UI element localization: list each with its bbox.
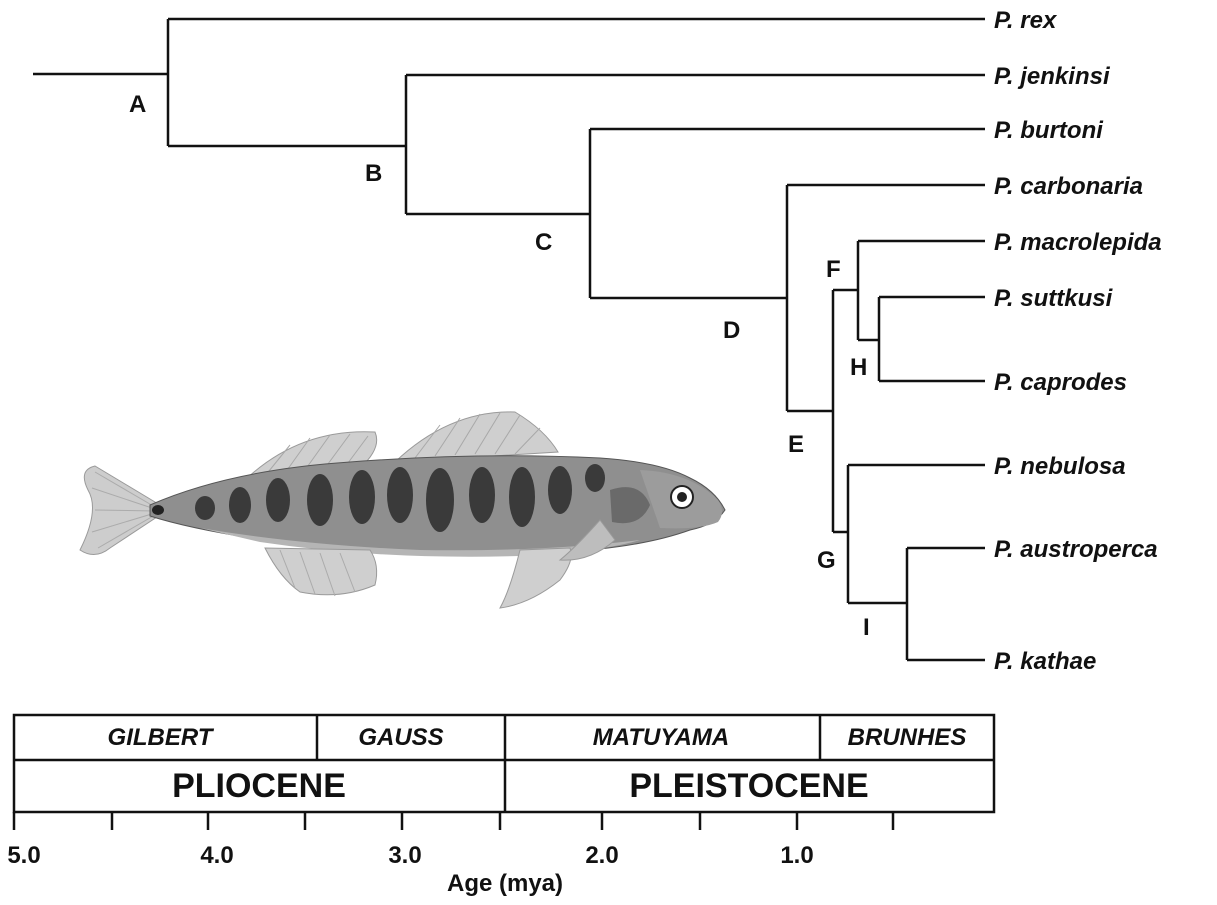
tail-spot xyxy=(152,505,164,515)
taxon-labels: P. rex P. jenkinsi P. burtoni P. carbona… xyxy=(994,7,1162,675)
tree-branches xyxy=(33,19,985,660)
taxon-label: P. kathae xyxy=(994,648,1096,675)
pelvic-fin xyxy=(500,548,571,608)
node-label: F xyxy=(826,256,841,283)
taxon-label: P. burtoni xyxy=(994,117,1104,144)
node-label: I xyxy=(863,614,870,641)
taxon-label: P. rex xyxy=(994,7,1058,34)
node-label: G xyxy=(817,547,836,574)
tick-label: 4.0 xyxy=(200,842,233,869)
chron-label: BRUNHES xyxy=(848,724,967,751)
node-label: A xyxy=(129,91,146,118)
taxon-label: P. jenkinsi xyxy=(994,63,1111,90)
taxon-label: P. austroperca xyxy=(994,536,1158,563)
chron-label: MATUYAMA xyxy=(593,724,729,751)
axis-title: Age (mya) xyxy=(447,870,563,897)
chron-label: GILBERT xyxy=(108,724,215,751)
node-g-branch xyxy=(848,465,985,603)
node-label: E xyxy=(788,431,804,458)
node-label: D xyxy=(723,317,740,344)
chron-label: GAUSS xyxy=(358,724,443,751)
node-b-branch xyxy=(406,75,985,214)
tick-label: 1.0 xyxy=(780,842,813,869)
epoch-label: PLIOCENE xyxy=(172,767,346,805)
node-i-branch xyxy=(907,548,985,660)
fish-illustration xyxy=(80,412,725,608)
taxon-label: P. macrolepida xyxy=(994,229,1162,256)
taxon-label: P. carbonaria xyxy=(994,173,1143,200)
taxon-label: P. suttkusi xyxy=(994,285,1114,312)
epoch-label: PLEISTOCENE xyxy=(629,767,868,805)
axis-ticks xyxy=(14,812,893,830)
taxon-label: P. nebulosa xyxy=(994,453,1126,480)
tick-label: 3.0 xyxy=(388,842,421,869)
taxon-label: P. caprodes xyxy=(994,369,1127,396)
fish-pupil xyxy=(677,492,687,502)
timescale: GILBERT GAUSS MATUYAMA BRUNHES PLIOCENE … xyxy=(7,715,994,897)
node-label: H xyxy=(850,354,867,381)
tick-label: 2.0 xyxy=(585,842,618,869)
node-f-branch xyxy=(858,241,985,340)
node-labels: A B C D E F G H I xyxy=(129,91,870,641)
node-a-branch xyxy=(168,19,985,146)
node-e-branch xyxy=(833,290,858,532)
node-label: C xyxy=(535,229,552,256)
tick-label: 5.0 xyxy=(7,842,40,869)
node-h-branch xyxy=(879,297,985,381)
node-label: B xyxy=(365,160,382,187)
